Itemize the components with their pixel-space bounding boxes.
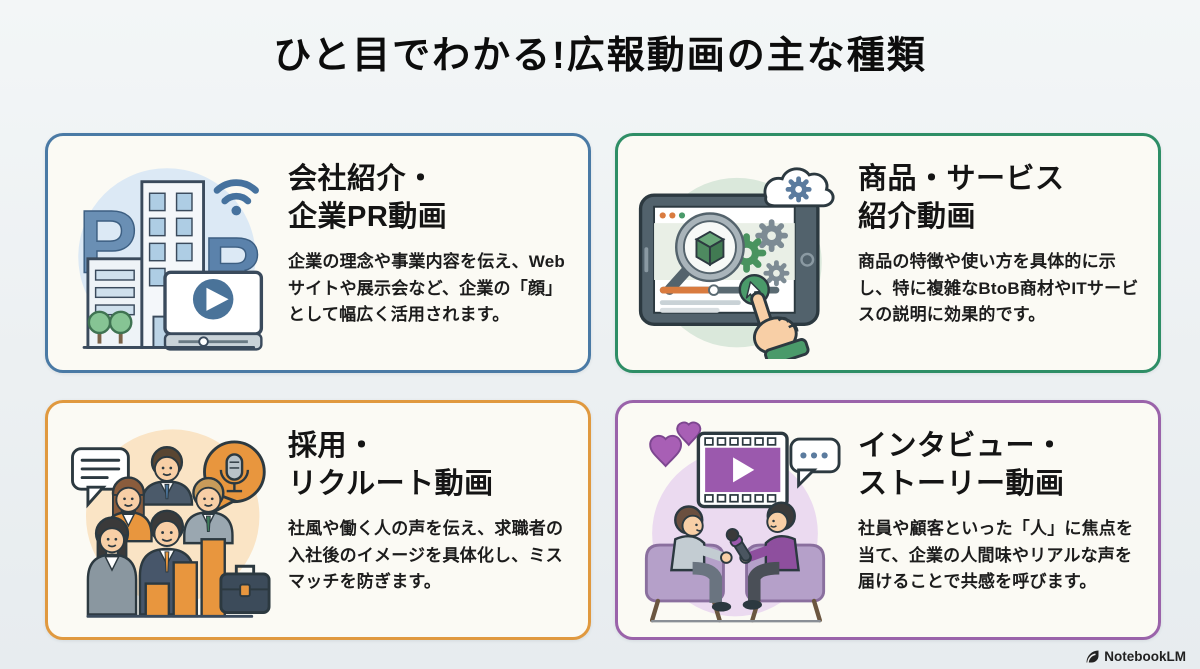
- play-icon: [206, 287, 229, 311]
- interview-story-illustration-svg: [644, 421, 841, 623]
- card-title: インタビュー・ストーリー動画: [858, 428, 1142, 503]
- microphone-icon: [225, 453, 244, 481]
- film-strip-icon: [696, 431, 789, 509]
- company-pr-illustration: P R: [48, 136, 282, 370]
- card-title-line2: 企業PR動画: [288, 200, 448, 233]
- card-product-service-video: 商品・サービス紹介動画 商品の特徴や使い方を具体的に示し、特に複雑なBtoB商材…: [615, 133, 1161, 373]
- product-service-illustration-svg: [638, 167, 835, 359]
- page-title: ひと目でわかる!広報動画の主な種類: [273, 35, 927, 77]
- card-interview-story-video: インタビュー・ストーリー動画 社員や顧客といった「人」に焦点を当て、企業の人間味…: [615, 400, 1161, 640]
- interview-story-illustration: [618, 403, 852, 637]
- gear-icon: [755, 219, 788, 253]
- card-title-line1: 採用・: [288, 430, 377, 462]
- small-building-icon: [86, 257, 144, 349]
- card-title: 採用・リクルート動画: [288, 428, 572, 503]
- card-title-line2: ストーリー動画: [858, 467, 1065, 500]
- heart-icon: [676, 421, 702, 447]
- trees-icon: [87, 310, 133, 344]
- card-title-line1: インタビュー・: [858, 430, 1065, 462]
- card-title-line2: リクルート動画: [288, 467, 494, 500]
- wifi-icon: [213, 179, 259, 216]
- card-title: 商品・サービス紹介動画: [858, 161, 1142, 236]
- company-pr-illustration-svg: P R: [78, 168, 264, 351]
- handheld-microphone-icon: [725, 528, 752, 562]
- notebooklm-logo-icon: [1085, 649, 1100, 664]
- recruit-illustration-svg: [71, 429, 271, 618]
- cloud-gear-icon: [763, 167, 835, 208]
- watermark: NotebookLM: [1085, 649, 1186, 664]
- interviewer-with-microphone-person: [725, 501, 800, 610]
- card-description: 社員や顧客といった「人」に焦点を当て、企業の人間味やリアルな声を届けることで共感…: [858, 519, 1134, 592]
- card-description: 社風や働く人の声を伝え、求職者の入社後のイメージを具体化し、ミスマッチを防ぎます…: [288, 519, 564, 592]
- card-title-line1: 商品・サービス: [858, 163, 1065, 195]
- speech-bubble-icon: [71, 447, 130, 509]
- dots-speech-bubble-icon: [789, 437, 841, 489]
- watermark-label: NotebookLM: [1104, 649, 1186, 664]
- pointing-hand-icon: [750, 291, 810, 359]
- card-company-pr-video: P R: [45, 133, 591, 373]
- business-people-icons: [86, 446, 234, 616]
- card-description: 商品の特徴や使い方を具体的に示し、特に複雑なBtoB商材やITサービスの説明に効…: [858, 252, 1139, 325]
- gear-icon: [763, 260, 790, 287]
- video-player-icon: [163, 270, 264, 351]
- card-title-line1: 会社紹介・: [288, 163, 436, 195]
- play-icon: [733, 457, 755, 483]
- magnifier-icon: [664, 212, 745, 295]
- card-title-line2: 紹介動画: [858, 200, 977, 233]
- interviewee-person: [670, 505, 733, 612]
- card-recruit-video: 採用・リクルート動画 社風や働く人の声を伝え、求職者の入社後のイメージを具体化し…: [45, 400, 591, 640]
- card-title: 会社紹介・企業PR動画: [288, 161, 572, 236]
- card-description: 企業の理念や事業内容を伝え、Webサイトや展示会など、企業の「顔」として幅広く活…: [288, 252, 565, 325]
- heart-icon: [649, 434, 683, 468]
- product-service-illustration: [618, 136, 852, 370]
- briefcase-icon: [219, 564, 271, 614]
- recruit-illustration: [48, 403, 282, 637]
